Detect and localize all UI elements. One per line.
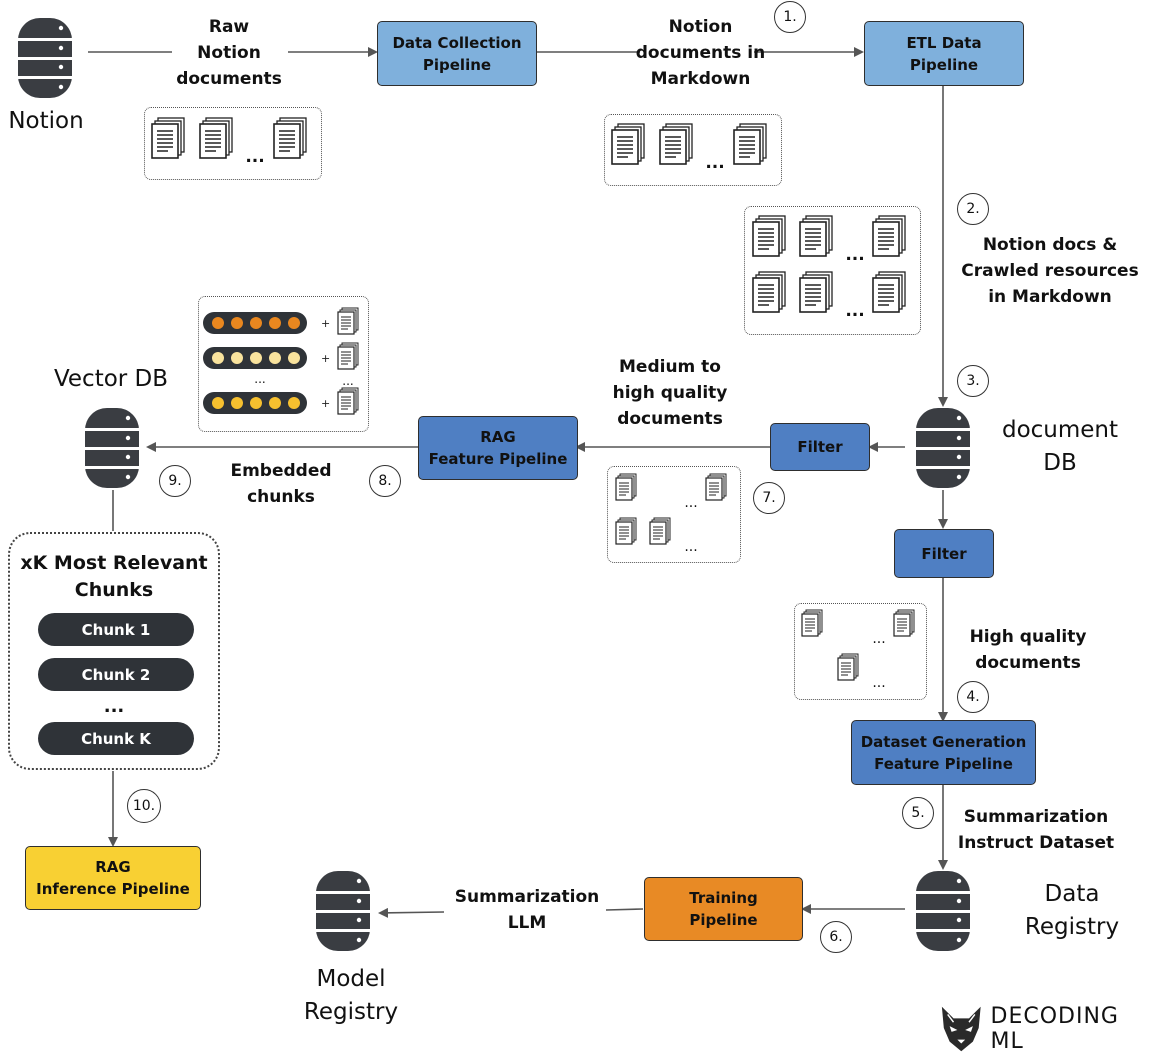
- etl-data-pipeline[interactable]: ETL Data Pipeline: [864, 21, 1024, 86]
- medium-documents-ellipsis-1: ...: [684, 495, 698, 511]
- svg-text:+: +: [321, 397, 330, 410]
- markdown-documents-container: [604, 114, 782, 186]
- data-registry-label: Data Registry: [1024, 881, 1120, 940]
- vector-database-icon: [85, 408, 139, 488]
- embeddings-container: [198, 296, 369, 432]
- summarization-llm-label: Summarization LLM: [454, 887, 600, 933]
- svg-text:+: +: [321, 317, 330, 330]
- raw-notion-documents-label: Raw Notion documents: [176, 17, 282, 89]
- embedding-rows: + + +: [203, 307, 359, 415]
- step-4-badge: 4.: [957, 681, 989, 713]
- chunk-item[interactable]: Chunk 1: [38, 613, 194, 646]
- rag-feature-pipeline[interactable]: RAG Feature Pipeline: [418, 416, 578, 480]
- raw-documents-ellipsis: ...: [245, 147, 265, 167]
- dataset-generation-feature-pipeline[interactable]: Dataset Generation Feature Pipeline: [851, 720, 1036, 785]
- data-collection-pipeline[interactable]: Data Collection Pipeline: [377, 21, 537, 86]
- wolf-logo-icon: [941, 1006, 981, 1052]
- filter-medium-quality[interactable]: Filter: [770, 423, 870, 471]
- model-registry-database-icon: [316, 871, 370, 951]
- medium-high-quality-label: Medium to high quality documents: [612, 357, 728, 429]
- model-registry-label: Model Registry: [303, 966, 399, 1025]
- filter-high-quality[interactable]: Filter: [894, 529, 994, 578]
- crawled-documents-ellipsis-2: ...: [845, 301, 865, 321]
- data-registry-database-icon: [916, 871, 970, 951]
- decoding-ml-logo: DECODING ML: [938, 1004, 1155, 1054]
- chunk-item[interactable]: Chunk K: [38, 722, 194, 755]
- document-database-icon: [916, 408, 970, 488]
- svg-text:+: +: [321, 352, 330, 365]
- medium-documents-ellipsis-2: ...: [684, 539, 698, 555]
- relevant-chunks-panel: xK Most Relevant Chunks Chunk 1 Chunk 2 …: [8, 532, 220, 770]
- step-2-badge: 2.: [957, 193, 989, 225]
- step-7-badge: 7.: [753, 482, 785, 514]
- chunk-item[interactable]: Chunk 2: [38, 658, 194, 691]
- relevant-chunks-title: xK Most Relevant Chunks: [20, 552, 208, 601]
- step-10-badge: 10.: [127, 789, 161, 823]
- high-quality-documents-container: [794, 603, 927, 700]
- raw-documents-container: [144, 107, 322, 180]
- rag-inference-pipeline[interactable]: RAG Inference Pipeline: [25, 846, 201, 910]
- vector-db-label: Vector DB: [53, 366, 169, 392]
- chunks-ellipsis: ...: [103, 696, 125, 717]
- step-6-badge: 6.: [820, 921, 852, 953]
- training-pipeline[interactable]: Training Pipeline: [644, 877, 803, 941]
- markdown-documents-ellipsis: ...: [705, 153, 725, 173]
- step-3-badge: 3.: [957, 365, 989, 397]
- notion-markdown-label: Notion documents in Markdown: [635, 17, 766, 89]
- crawled-documents-ellipsis-1: ...: [845, 245, 865, 265]
- crawled-documents-container: [744, 206, 921, 335]
- step-1-badge: 1.: [774, 1, 806, 33]
- step-8-badge: 8.: [369, 465, 401, 497]
- medium-quality-documents-container: [607, 466, 741, 563]
- high-documents-ellipsis-1: ...: [872, 631, 886, 647]
- document-db-label: document DB: [1001, 417, 1119, 476]
- notion-database-icon: [18, 18, 72, 98]
- brand-name: DECODING ML: [990, 1004, 1119, 1054]
- high-documents-ellipsis-2: ...: [872, 675, 886, 691]
- embeddings-ellipsis-1: ...: [254, 372, 266, 386]
- high-quality-documents-label: High quality documents: [969, 627, 1087, 673]
- connectors: [88, 47, 948, 918]
- summarization-dataset-label: Summarization Instruct Dataset: [957, 807, 1115, 853]
- step-5-badge: 5.: [902, 797, 934, 829]
- notion-label: Notion: [8, 108, 84, 134]
- embeddings-ellipsis-2: ...: [342, 374, 354, 388]
- step-9-badge: 9.: [159, 465, 191, 497]
- crawled-resources-label: Notion docs & Crawled resources in Markd…: [961, 235, 1139, 307]
- embedded-chunks-label: Embedded chunks: [230, 461, 332, 507]
